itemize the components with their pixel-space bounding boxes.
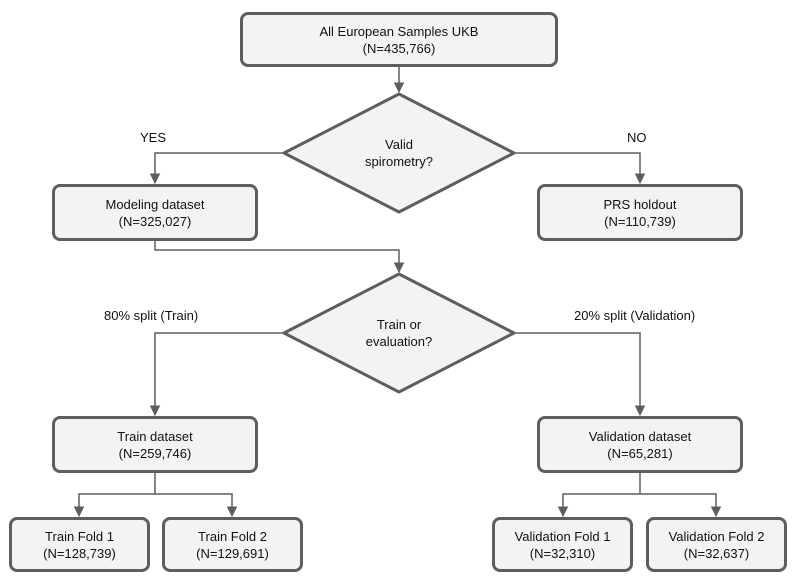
train-fold-2-node: Train Fold 2 (N=129,691)	[162, 517, 303, 572]
edge-modeling-to-decision	[154, 240, 405, 274]
edge-val-fold2	[640, 493, 722, 518]
node-title: Train Fold 1	[45, 528, 114, 544]
decision-line2: spirometry?	[365, 154, 433, 169]
no-label: NO	[627, 130, 647, 145]
node-count: (N=32,310)	[529, 545, 596, 561]
node-title: PRS holdout	[603, 196, 677, 212]
validation-fold-2-node: Validation Fold 2 (N=32,637)	[646, 517, 787, 572]
train-eval-decision-diamond	[282, 272, 516, 394]
node-count: (N=32,637)	[683, 545, 750, 561]
edge-val-fold1	[557, 493, 640, 518]
spirometry-decision-diamond	[282, 92, 516, 214]
edge-no	[514, 152, 646, 185]
node-title: Train dataset	[117, 428, 193, 444]
node-count: (N=110,739)	[604, 213, 676, 229]
node-count: (N=65,281)	[607, 445, 673, 461]
node-count: (N=435,766)	[362, 40, 436, 56]
decision-line1: Valid	[385, 137, 413, 152]
node-count: (N=129,691)	[196, 545, 269, 561]
prs-holdout-node: PRS holdout (N=110,739)	[537, 184, 743, 241]
node-title: Validation Fold 1	[514, 528, 611, 544]
node-count: (N=259,746)	[118, 445, 192, 461]
validation-dataset-node: Validation dataset (N=65,281)	[537, 416, 743, 473]
train-split-label: 80% split (Train)	[104, 308, 199, 323]
edge-train-fold2	[155, 493, 238, 518]
yes-label: YES	[140, 130, 167, 145]
node-title: Train Fold 2	[198, 528, 267, 544]
edge-yes	[149, 152, 284, 185]
node-title: Validation Fold 2	[668, 528, 765, 544]
train-dataset-node: Train dataset (N=259,746)	[52, 416, 258, 473]
decision-line2: evaluation?	[365, 334, 433, 349]
train-fold-1-node: Train Fold 1 (N=128,739)	[9, 517, 150, 572]
spirometry-decision-text: Valid spirometry?	[329, 134, 469, 172]
node-title: Validation dataset	[588, 428, 692, 444]
edge-train-split	[149, 332, 284, 417]
train-eval-decision-text: Train or evaluation?	[329, 314, 469, 352]
node-count: (N=128,739)	[43, 545, 116, 561]
decision-line1: Train or	[376, 317, 422, 332]
all-samples-node: All European Samples UKB (N=435,766)	[240, 12, 558, 67]
node-count: (N=325,027)	[118, 213, 192, 229]
modeling-dataset-node: Modeling dataset (N=325,027)	[52, 184, 258, 241]
edge-validation-split	[514, 332, 646, 417]
node-title: Modeling dataset	[105, 196, 205, 212]
validation-split-label: 20% split (Validation)	[574, 308, 696, 323]
edge-train-fold1	[73, 493, 155, 518]
validation-fold-1-node: Validation Fold 1 (N=32,310)	[492, 517, 633, 572]
node-title: All European Samples UKB	[319, 23, 479, 39]
